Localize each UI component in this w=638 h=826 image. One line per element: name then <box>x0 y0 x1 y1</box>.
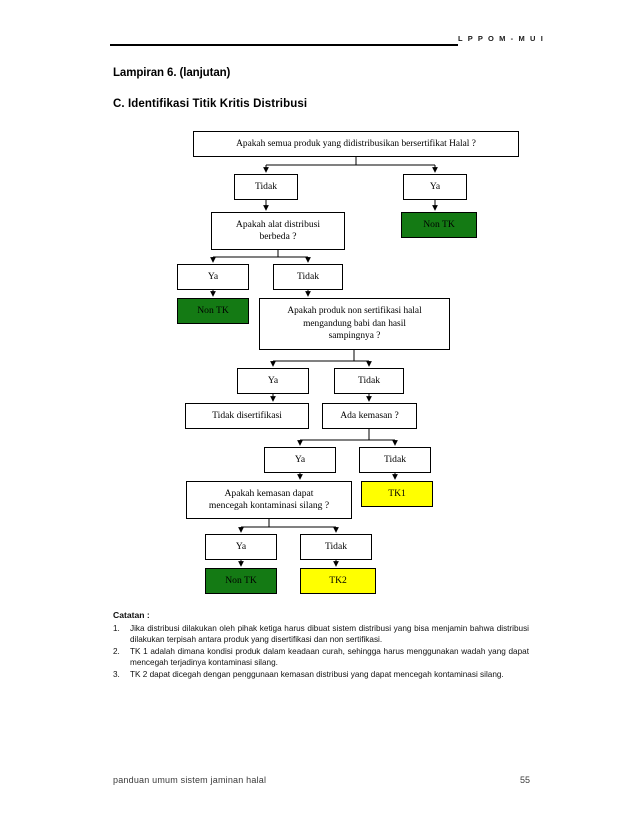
flow-node-q1-yes[interactable]: Ya <box>403 174 467 200</box>
flow-node-q1-no[interactable]: Tidak <box>234 174 298 200</box>
note-item: 1. Jika distribusi dilakukan oleh pihak … <box>113 623 529 646</box>
flow-node-q5[interactable]: Apakah kemasan dapat mencegah kontaminas… <box>186 481 352 519</box>
page-number: 55 <box>519 775 530 785</box>
note-item: 3. TK 2 dapat dicegah dengan penggunaan … <box>113 669 529 681</box>
header-brand-label: L P P O M - M U I <box>458 34 545 43</box>
flow-node-non-tk-3[interactable]: Non TK <box>205 568 277 594</box>
note-text: TK 1 adalah dimana kondisi produk dalam … <box>130 646 529 668</box>
flow-node-q3-yes[interactable]: Ya <box>237 368 309 394</box>
flow-node-q3[interactable]: Apakah produk non sertifikasi halal meng… <box>259 298 450 350</box>
flow-node-non-tk-2[interactable]: Non TK <box>177 298 249 324</box>
flow-node-tk1[interactable]: TK1 <box>361 481 433 507</box>
flow-node-q2-no[interactable]: Tidak <box>273 264 343 290</box>
note-number: 1. <box>113 623 120 633</box>
note-text: Jika distribusi dilakukan oleh pihak ket… <box>130 623 529 645</box>
flow-node-tidak-disertifikasi[interactable]: Tidak disertifikasi <box>185 403 309 429</box>
flowchart-distribusi: Apakah semua produk yang didistribusikan… <box>177 131 519 594</box>
note-text: TK 2 dapat dicegah dengan penggunaan kem… <box>130 669 504 679</box>
flow-node-non-tk-1[interactable]: Non TK <box>401 212 477 238</box>
notes-heading: Catatan : <box>113 610 150 620</box>
flow-node-q1[interactable]: Apakah semua produk yang didistribusikan… <box>193 131 519 157</box>
flow-node-q2[interactable]: Apakah alat distribusi berbeda ? <box>211 212 345 250</box>
flow-node-q5-no[interactable]: Tidak <box>300 534 372 560</box>
flow-node-q4-no[interactable]: Tidak <box>359 447 431 473</box>
header-rule <box>110 44 458 46</box>
flow-node-tk2[interactable]: TK2 <box>300 568 376 594</box>
footer-label: panduan umum sistem jaminan halal <box>113 775 267 785</box>
note-number: 2. <box>113 646 120 656</box>
section-title: C. Identifikasi Titik Kritis Distribusi <box>113 98 308 110</box>
flow-node-q4[interactable]: Ada kemasan ? <box>322 403 417 429</box>
note-number: 3. <box>113 669 120 679</box>
notes-block: Catatan : 1. Jika distribusi dilakukan o… <box>113 610 529 681</box>
flow-node-q3-no[interactable]: Tidak <box>334 368 404 394</box>
flowchart-connectors <box>210 157 438 567</box>
page-title: Lampiran 6. (lanjutan) <box>113 67 231 79</box>
flow-node-q2-yes[interactable]: Ya <box>177 264 249 290</box>
note-item: 2. TK 1 adalah dimana kondisi produk dal… <box>113 646 529 669</box>
flow-node-q5-yes[interactable]: Ya <box>205 534 277 560</box>
flow-node-q4-yes[interactable]: Ya <box>264 447 336 473</box>
